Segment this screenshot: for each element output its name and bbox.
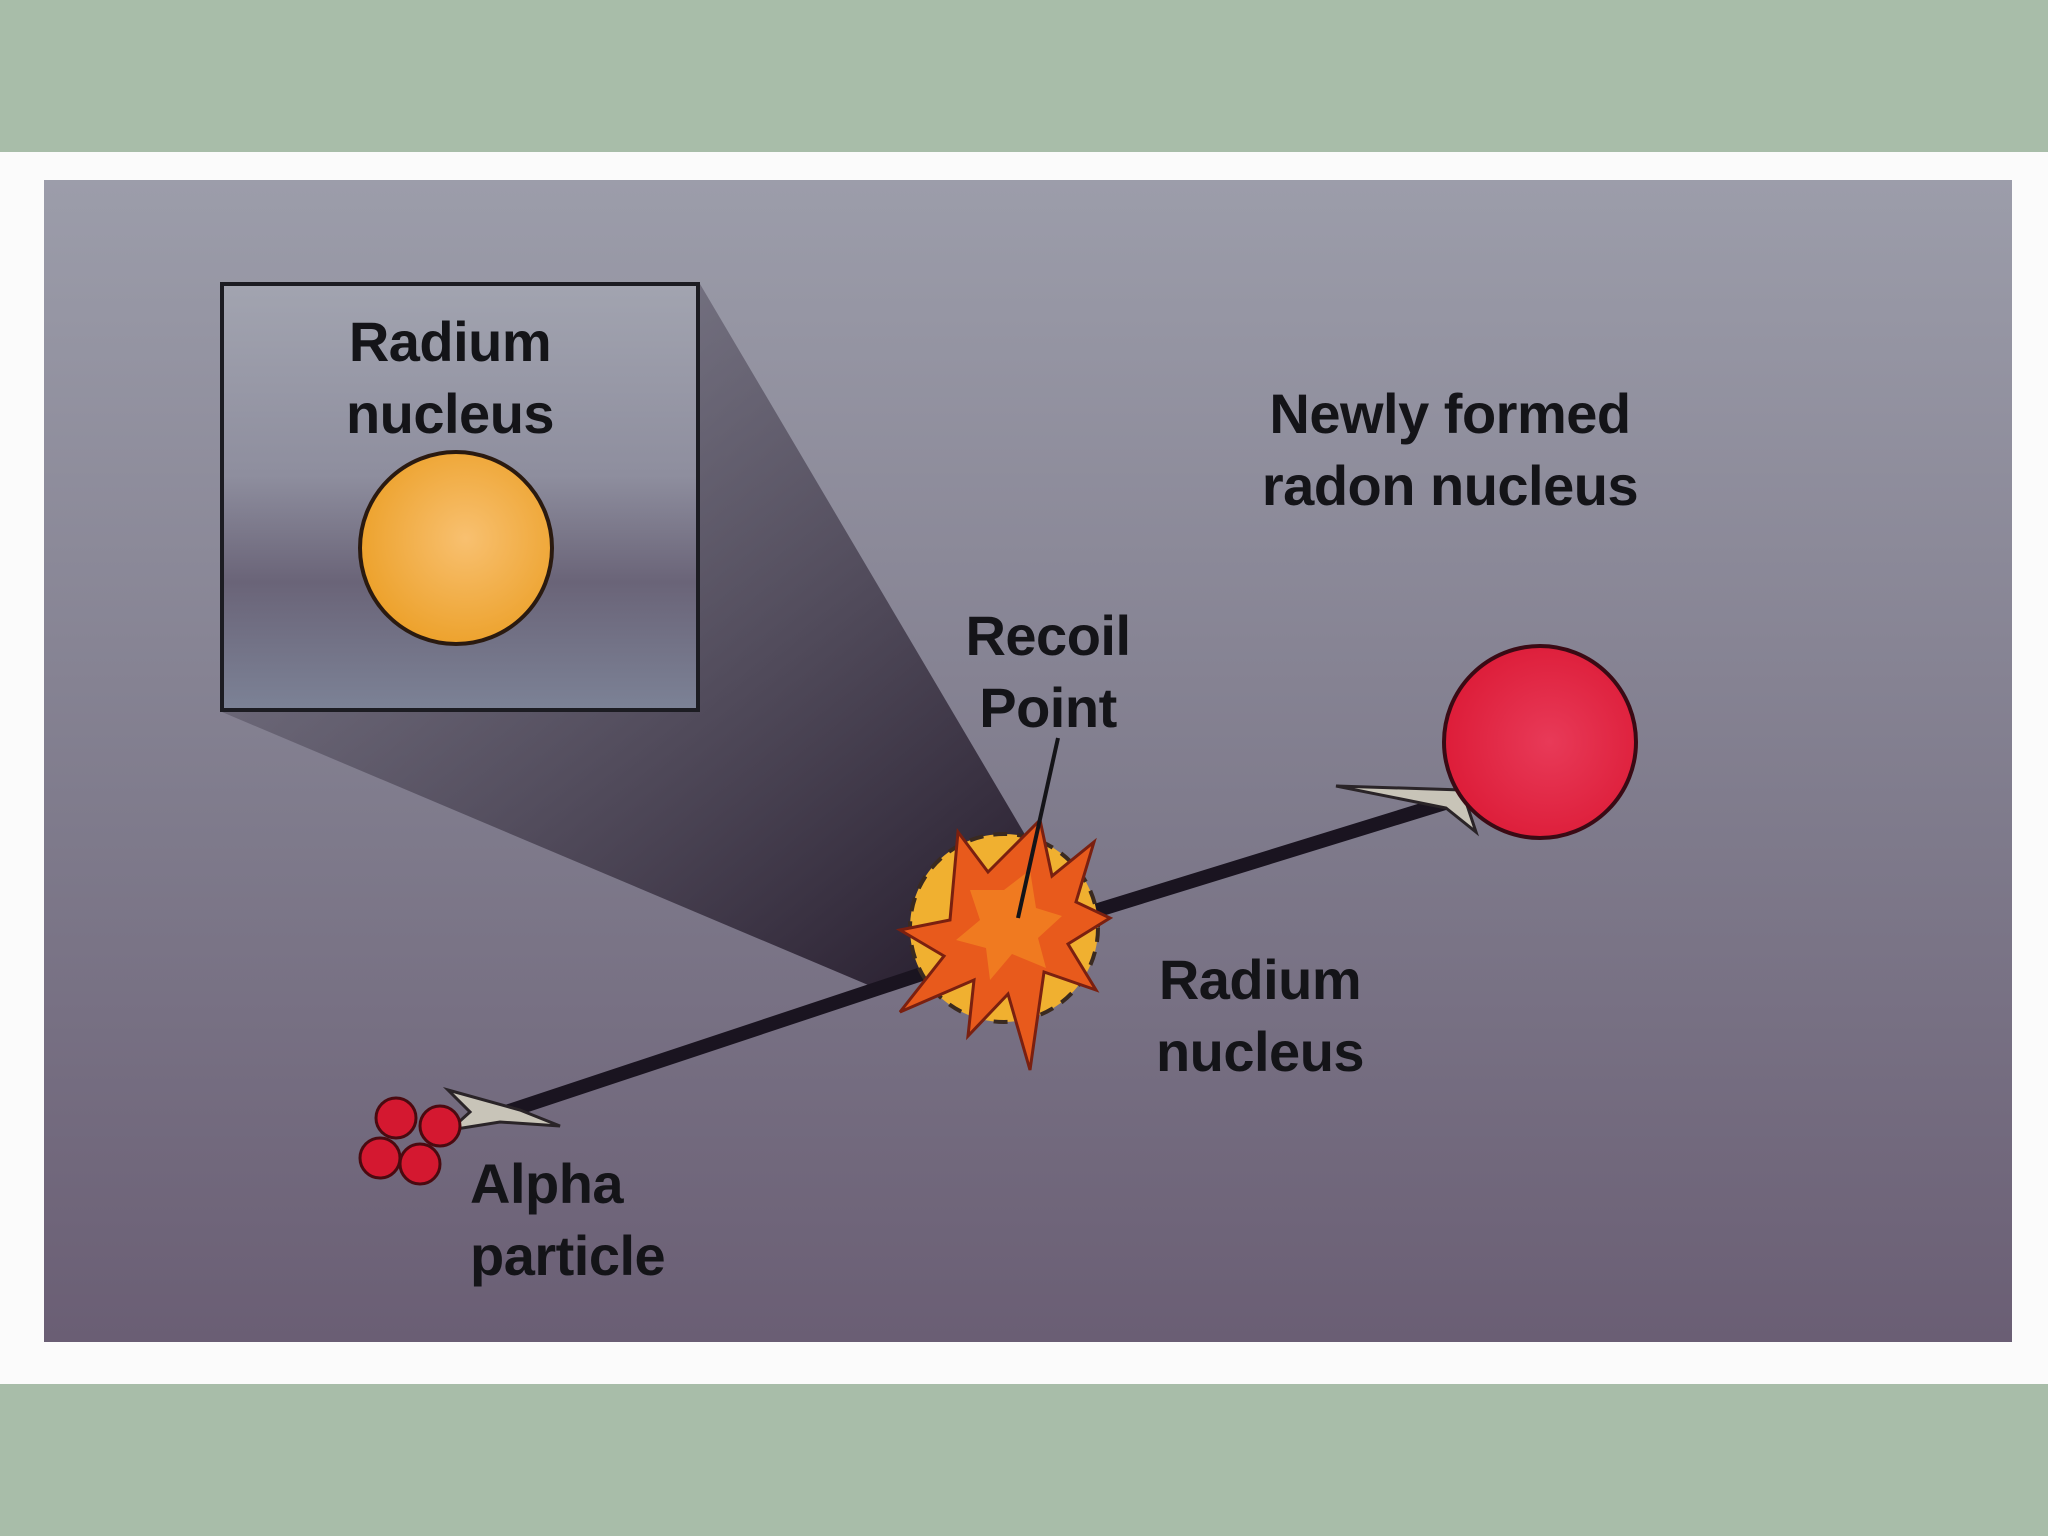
recoil-pointer (1016, 737, 1060, 919)
alpha-nucleon (358, 1136, 402, 1180)
bottom-band (0, 1384, 2048, 1536)
recoil-burst-core (956, 870, 1062, 980)
alpha-particle-cluster (358, 1096, 462, 1186)
top-band (0, 0, 2048, 152)
inset-radium-label: Radium nucleus (345, 310, 555, 445)
radon-trajectory (1033, 795, 1455, 935)
alpha-nucleon (374, 1096, 418, 1140)
recoil-point-label: Recoil Point (965, 604, 1131, 739)
alpha-nucleon (418, 1104, 462, 1148)
alpha-nucleon (398, 1142, 442, 1186)
alpha-arrow-head (442, 1087, 561, 1133)
radon-nucleus (1442, 644, 1638, 840)
recoil-radium-label: Radium nucleus (1155, 948, 1365, 1083)
alpha-particle-label: Alpha particle (470, 1152, 666, 1287)
radon-nucleus-label: Newly formed radon nucleus (1261, 382, 1639, 517)
inset-radium-nucleus (358, 450, 554, 646)
radon-arrow-head (1335, 784, 1480, 837)
alpha-trajectory (481, 941, 1007, 1125)
